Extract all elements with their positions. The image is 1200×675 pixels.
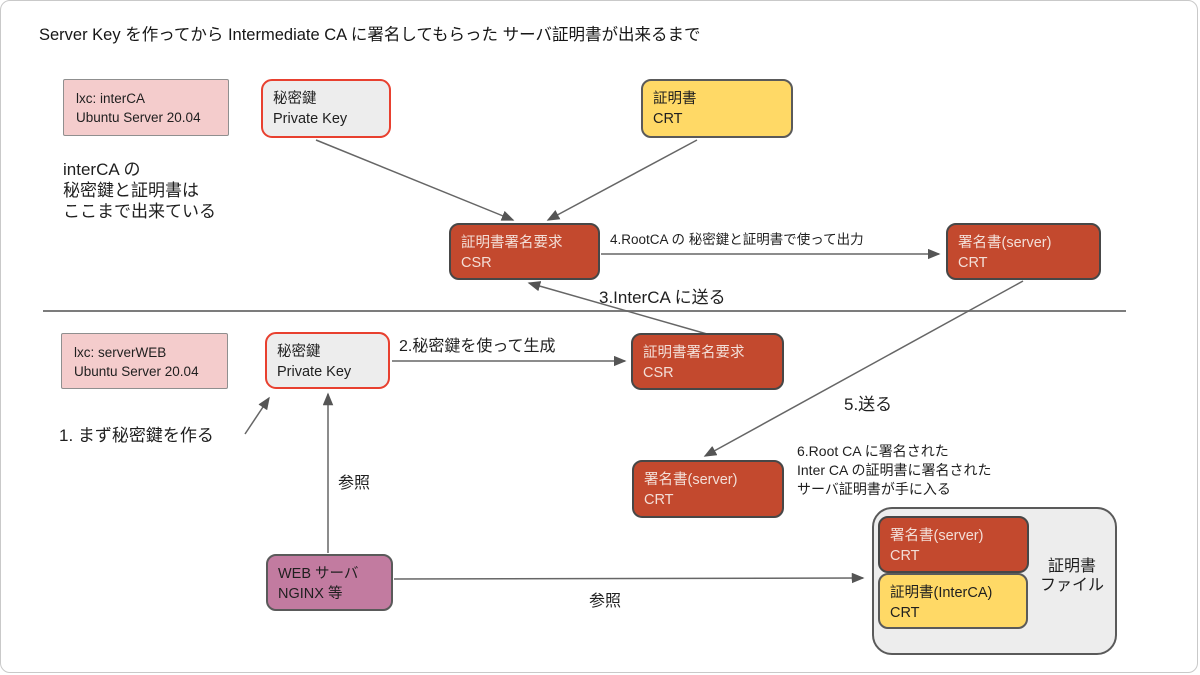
lower-csr-line2: CSR — [643, 365, 674, 381]
certfile-signed-crt-line2: CRT — [890, 548, 920, 564]
lower-private-key-line2: Private Key — [277, 364, 352, 380]
certfile-interca-crt-line2: CRT — [890, 605, 920, 621]
lower-signed-crt-box: 署名書(server) CRT — [632, 460, 784, 518]
lower-private-key-box: 秘密鍵 Private Key — [265, 332, 390, 389]
upper-csr-line2: CSR — [461, 255, 492, 271]
host-box-interca: lxc: interCA Ubuntu Server 20.04 — [63, 79, 229, 136]
arrow-ref-horizontal — [393, 572, 865, 584]
step2-label: 2.秘密鍵を使って生成 — [399, 338, 556, 355]
host-interca-line2: Ubuntu Server 20.04 — [76, 110, 201, 125]
host-interca-line1: lxc: interCA — [76, 91, 146, 106]
step5-label: 5.送る — [844, 395, 893, 414]
upper-private-key-line2: Private Key — [273, 111, 348, 127]
interca-note: interCA の 秘密鍵と証明書は ここまで出来ている — [63, 160, 216, 221]
lower-csr-box: 証明書署名要求 CSR — [631, 333, 784, 390]
upper-signed-crt-line1: 署名書(server) — [958, 235, 1052, 251]
upper-crt-line1: 証明書 — [653, 91, 697, 107]
host-serverweb-line2: Ubuntu Server 20.04 — [74, 364, 199, 379]
arrow-step1 — [244, 396, 270, 435]
host-serverweb-line1: lxc: serverWEB — [74, 345, 167, 360]
arrow-privatekey-to-csr — [315, 139, 515, 221]
lower-private-key-line1: 秘密鍵 — [277, 344, 321, 360]
web-server-line1: WEB サーバ — [278, 566, 359, 582]
certfile-interca-crt-box: 証明書(InterCA) CRT — [878, 573, 1028, 629]
step4-label: 4.RootCA の 秘密鍵と証明書で使って出力 — [610, 232, 864, 247]
upper-crt-box: 証明書 CRT — [641, 79, 793, 138]
upper-private-key-box: 秘密鍵 Private Key — [261, 79, 391, 138]
ref-horizontal-label: 参照 — [589, 593, 622, 610]
ref-vertical-label: 参照 — [338, 475, 371, 492]
lower-signed-crt-line2: CRT — [644, 492, 674, 508]
arrow-crt-to-csr — [546, 139, 698, 221]
certfile-signed-crt-box: 署名書(server) CRT — [878, 516, 1029, 573]
certfile-interca-crt-line1: 証明書(InterCA) — [890, 585, 993, 601]
upper-signed-crt-line2: CRT — [958, 255, 988, 271]
host-box-serverweb: lxc: serverWEB Ubuntu Server 20.04 — [61, 333, 228, 389]
upper-csr-line1: 証明書署名要求 — [461, 235, 563, 251]
upper-signed-crt-box: 署名書(server) CRT — [946, 223, 1101, 280]
upper-crt-line2: CRT — [653, 111, 683, 127]
certfile-signed-crt-line1: 署名書(server) — [890, 528, 984, 544]
diagram-title: Server Key を作ってから Intermediate CA に署名しても… — [39, 26, 701, 44]
cert-file-label: 証明書 ファイル — [1039, 558, 1104, 594]
web-server-box: WEB サーバ NGINX 等 — [266, 554, 393, 611]
step1-label: 1. まず秘密鍵を作る — [59, 426, 214, 445]
web-server-line2: NGINX 等 — [278, 586, 343, 602]
lower-signed-crt-line1: 署名書(server) — [644, 472, 738, 488]
upper-private-key-line1: 秘密鍵 — [273, 91, 317, 107]
upper-csr-box: 証明書署名要求 CSR — [449, 223, 600, 280]
step3-label: 3.InterCA に送る — [599, 288, 726, 307]
lower-csr-line1: 証明書署名要求 — [643, 345, 745, 361]
step6-note: 6.Root CA に署名された Inter CA の証明書に署名された サーバ… — [797, 443, 992, 497]
